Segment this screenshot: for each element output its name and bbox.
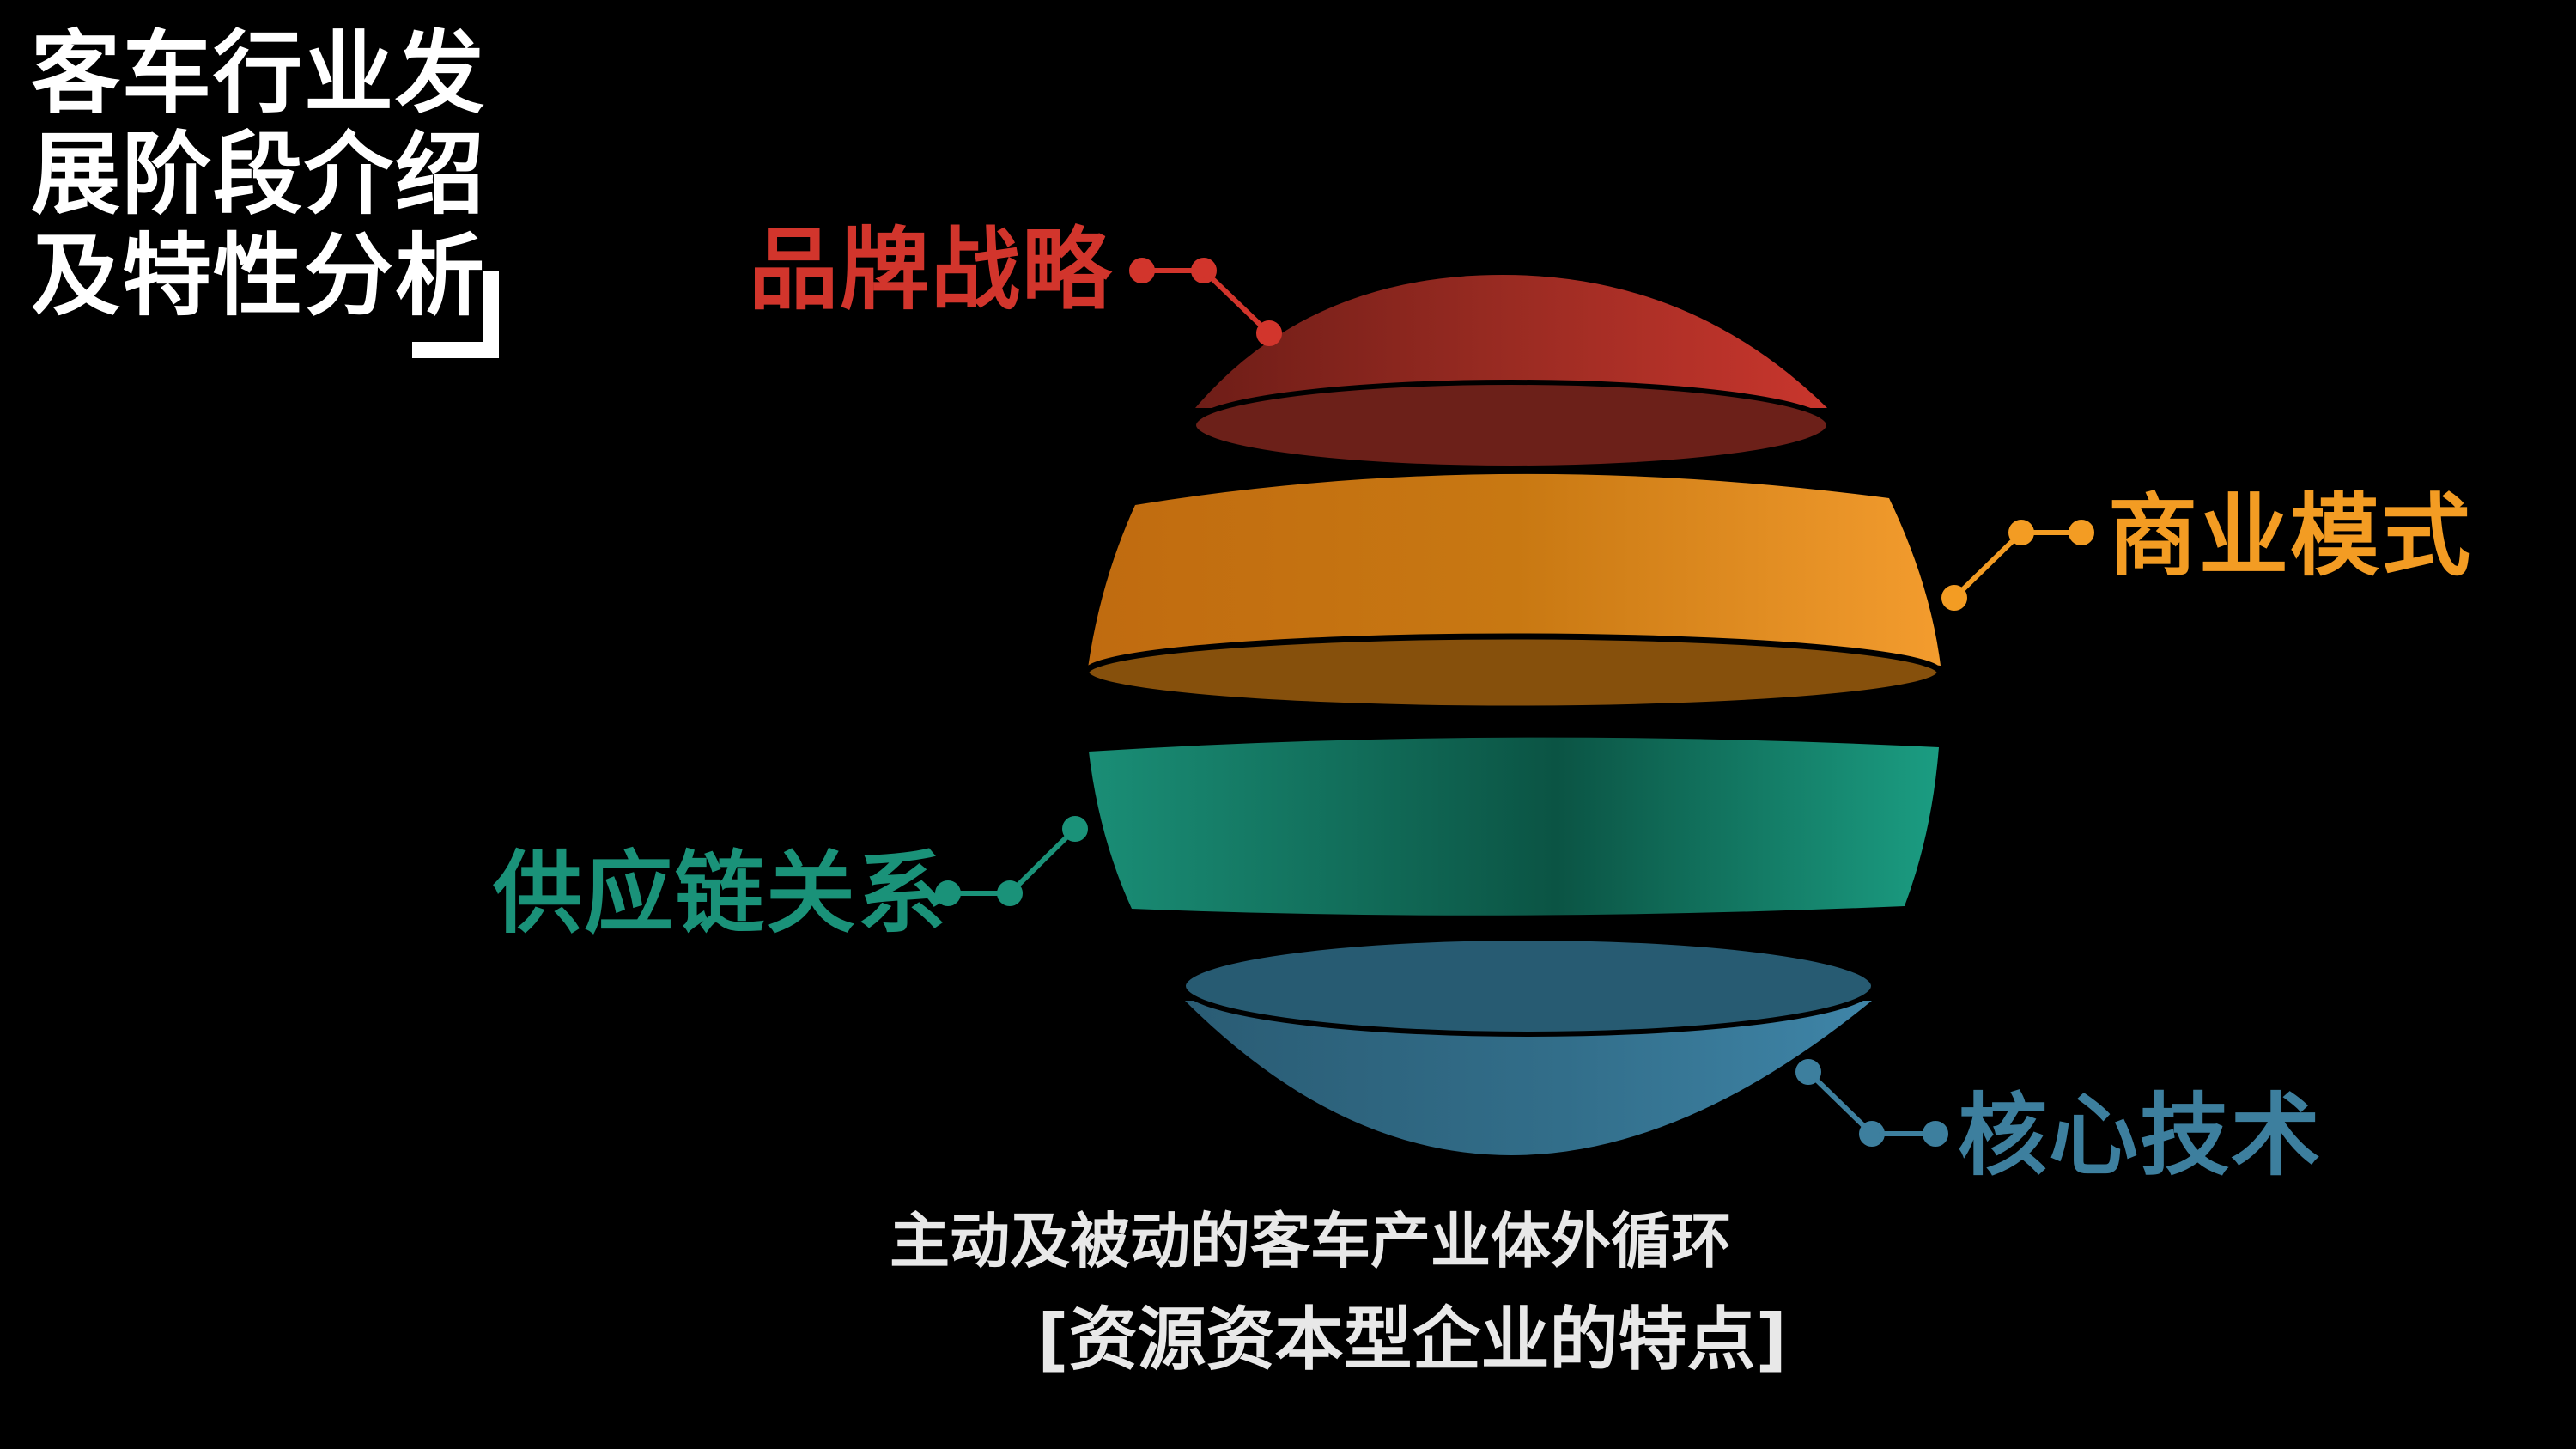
title-corner-bracket: [412, 271, 499, 358]
caption-line-2: [资源资本型企业的特点]: [1037, 1300, 1788, 1379]
segment-brand-strategy: [1191, 275, 1832, 471]
segment-supply-chain: [1089, 737, 1939, 916]
label-core-technology: 核心技术: [1958, 1083, 2323, 1188]
segment-core-technology: [1181, 935, 1876, 1155]
caption-line-1: 主动及被动的客车产业体外循环: [890, 1206, 1731, 1276]
connector-business: [1941, 520, 2094, 611]
title-line-1: 客车行业发: [31, 21, 487, 125]
title-line-3: 及特性分析: [31, 223, 487, 328]
page-title: 客车行业发 展阶段介绍 及特性分析: [31, 22, 512, 326]
title-line-2: 展阶段介绍: [31, 122, 487, 227]
label-business-model: 商业模式: [2108, 484, 2473, 588]
segment-business-model: [1083, 473, 1943, 712]
connector-supply: [935, 816, 1088, 906]
label-brand-strategy: 品牌战略: [749, 217, 1114, 322]
connector-core: [1795, 1059, 1948, 1147]
label-supply-chain: 供应链关系: [493, 841, 949, 946]
connector-brand: [1129, 258, 1282, 346]
